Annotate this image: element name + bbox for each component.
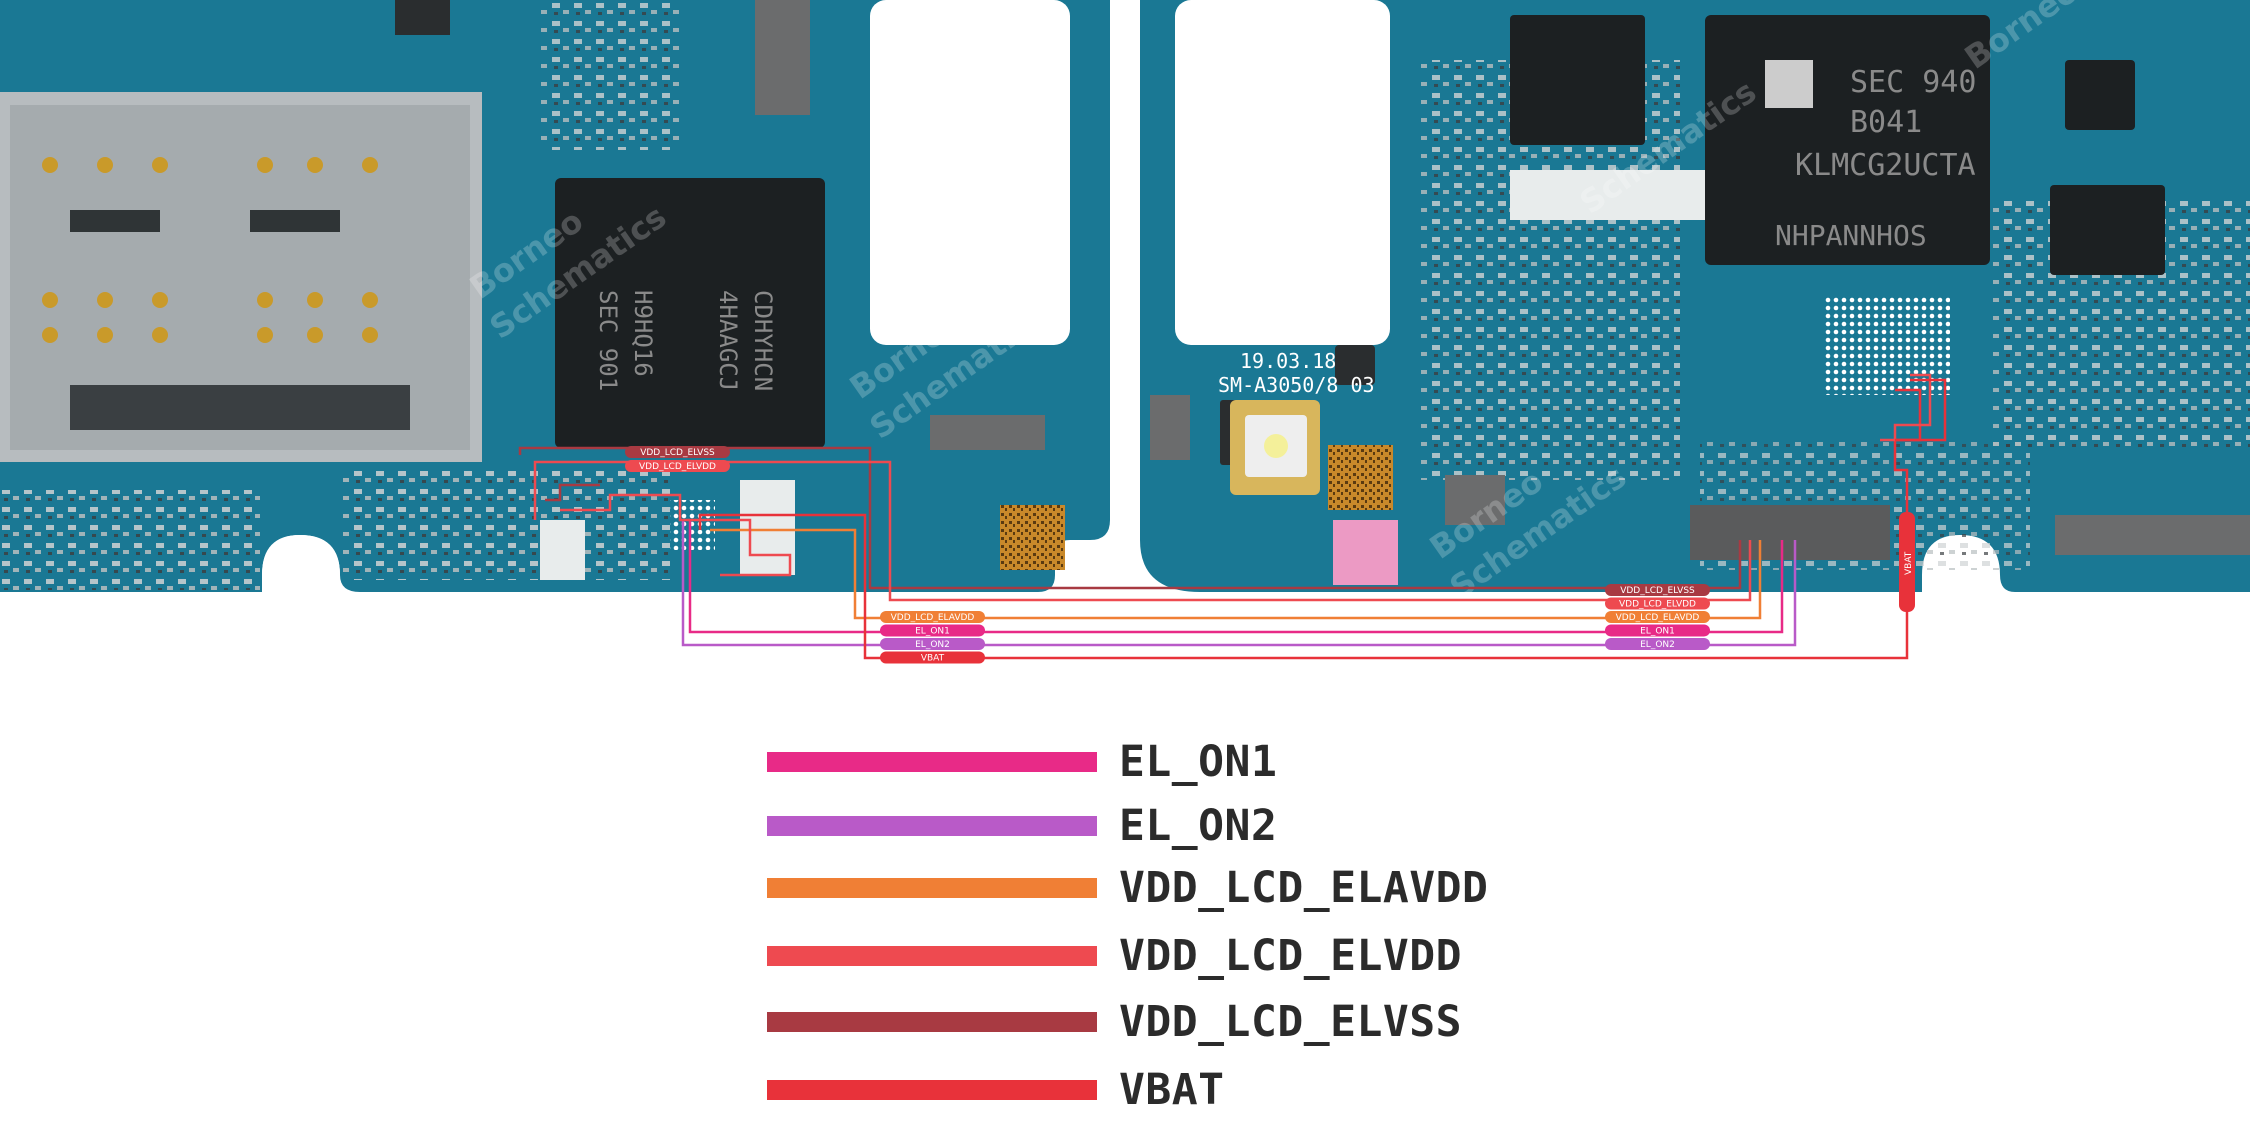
data-matrix-code <box>1328 445 1393 510</box>
pink-pad <box>1333 520 1398 585</box>
legend-swatch <box>767 878 1097 898</box>
legend-label: EL_ON2 <box>1119 801 1278 851</box>
net-tag-vdd-lcd-elvss: VDD_LCD_ELVSS <box>1605 584 1710 596</box>
trace-local <box>560 493 792 577</box>
net-tag-vdd-lcd-elvdd: VDD_LCD_ELVDD <box>1605 597 1710 610</box>
net-tag-vdd-lcd-elavdd: VDD_LCD_ELAVDD <box>1605 611 1710 623</box>
component-field <box>540 0 680 150</box>
sim-card-tray <box>0 92 482 462</box>
memory-chip-line: SEC 940 <box>1850 65 1976 100</box>
trace-vdd-lcd-elvss <box>518 446 1742 590</box>
trace-local <box>1895 378 1947 442</box>
flash-led <box>1230 400 1320 495</box>
small-chip <box>1335 345 1375 385</box>
legend-label: VDD_LCD_ELAVDD <box>1119 863 1489 913</box>
component-field <box>340 470 670 580</box>
silkscreen-model: SM-A3050/8 03 <box>1218 373 1375 397</box>
vbat-marker <box>1899 512 1915 612</box>
trace-el-on1 <box>688 520 1784 634</box>
cpu-chip: SEC 901 H9HQ16 4HAAGCJ CDHYHCN <box>555 178 825 448</box>
svg-text:VDD_LCD_ELAVDD: VDD_LCD_ELAVDD <box>891 613 975 623</box>
net-tag-vdd-lcd-elavdd: VDD_LCD_ELAVDD <box>880 611 985 623</box>
trace-vdd-lcd-elvdd <box>533 460 1752 602</box>
net-tags: VDD_LCD_ELVSS VDD_LCD_ELVDD VDD_LCD_ELAVDD… <box>625 446 1710 664</box>
cpu-chip-line: SEC 901 <box>594 290 622 391</box>
memory-chip-line: NHPANNHOS <box>1775 219 1927 252</box>
net-tag-vdd-lcd-elvss: VDD_LCD_ELVSS <box>625 446 730 458</box>
pcb-slot-right <box>1175 0 1390 345</box>
small-chip <box>2050 185 2165 275</box>
legend-swatch <box>767 1080 1097 1100</box>
trace-vbat <box>698 388 1922 660</box>
svg-text:VDD_LCD_ELAVDD: VDD_LCD_ELAVDD <box>1616 613 1700 623</box>
connector <box>755 0 810 115</box>
legend-swatch <box>767 946 1097 966</box>
svg-text:VBAT: VBAT <box>921 654 945 664</box>
net-tag-el-on2: EL_ON2 <box>1605 638 1710 650</box>
net-tag-el-on2: EL_ON2 <box>880 638 985 650</box>
svg-text:VDD_LCD_ELVSS: VDD_LCD_ELVSS <box>640 448 715 458</box>
pcb-slot-left <box>870 0 1070 345</box>
trace-el-on2 <box>681 520 1797 647</box>
capacitor-row <box>540 170 1705 580</box>
svg-text:EL_ON1: EL_ON1 <box>915 627 950 637</box>
connector <box>2055 515 2250 555</box>
component-field <box>0 490 260 590</box>
connector <box>1150 395 1190 460</box>
svg-text:VDD_LCD_ELVDD: VDD_LCD_ELVDD <box>1619 600 1696 610</box>
pcb-gap <box>1110 0 1140 592</box>
memory-chip: SEC 940 B041 KLMCG2UCTA NHPANNHOS <box>1705 15 1990 265</box>
small-chip <box>1510 15 1645 145</box>
cpu-chip-line: H9HQ16 <box>629 290 657 377</box>
legend-label: VBAT <box>1119 1065 1225 1115</box>
svg-text:VDD_LCD_ELVDD: VDD_LCD_ELVDD <box>639 462 716 472</box>
legend-swatch <box>767 752 1097 772</box>
silkscreen-date: 19.03.18 <box>1240 349 1336 373</box>
net-tag-vbat: VBAT <box>880 651 985 664</box>
vbat-marker-label: VBAT <box>1904 551 1914 575</box>
legend-label: VDD_LCD_ELVSS <box>1119 997 1463 1047</box>
svg-text:VDD_LCD_ELVSS: VDD_LCD_ELVSS <box>1620 586 1695 596</box>
cpu-chip-line: CDHYHCN <box>749 290 777 391</box>
memory-chip-line: KLMCG2UCTA <box>1795 148 1976 183</box>
bga-pad-array <box>670 500 715 550</box>
net-tag-el-on1: EL_ON1 <box>1605 624 1710 637</box>
svg-text:EL_ON2: EL_ON2 <box>915 640 950 650</box>
connector <box>930 415 1045 450</box>
legend-label: EL_ON1 <box>1119 737 1278 787</box>
trace-vdd-lcd-elavdd <box>710 528 1762 620</box>
legend-swatch <box>767 816 1097 836</box>
trace-local <box>1880 373 1932 442</box>
data-matrix-code <box>1000 505 1065 570</box>
connector <box>1690 505 1890 560</box>
svg-text:EL_ON1: EL_ON1 <box>1640 627 1675 637</box>
trace-local <box>545 483 600 502</box>
net-tag-el-on1: EL_ON1 <box>880 624 985 637</box>
legend-label: VDD_LCD_ELVDD <box>1119 931 1463 981</box>
small-chip <box>395 0 450 35</box>
cpu-chip-line: 4HAAGCJ <box>714 290 742 391</box>
connector <box>1445 475 1505 525</box>
legend-swatch <box>767 1012 1097 1032</box>
memory-chip-line: B041 <box>1850 105 1922 140</box>
trace-routing: VBAT <box>518 373 1947 660</box>
small-chip <box>2065 60 2135 130</box>
net-tag-vdd-lcd-elvdd: VDD_LCD_ELVDD <box>625 460 730 472</box>
pcb-notch-left <box>262 535 340 592</box>
svg-text:EL_ON2: EL_ON2 <box>1640 640 1675 650</box>
